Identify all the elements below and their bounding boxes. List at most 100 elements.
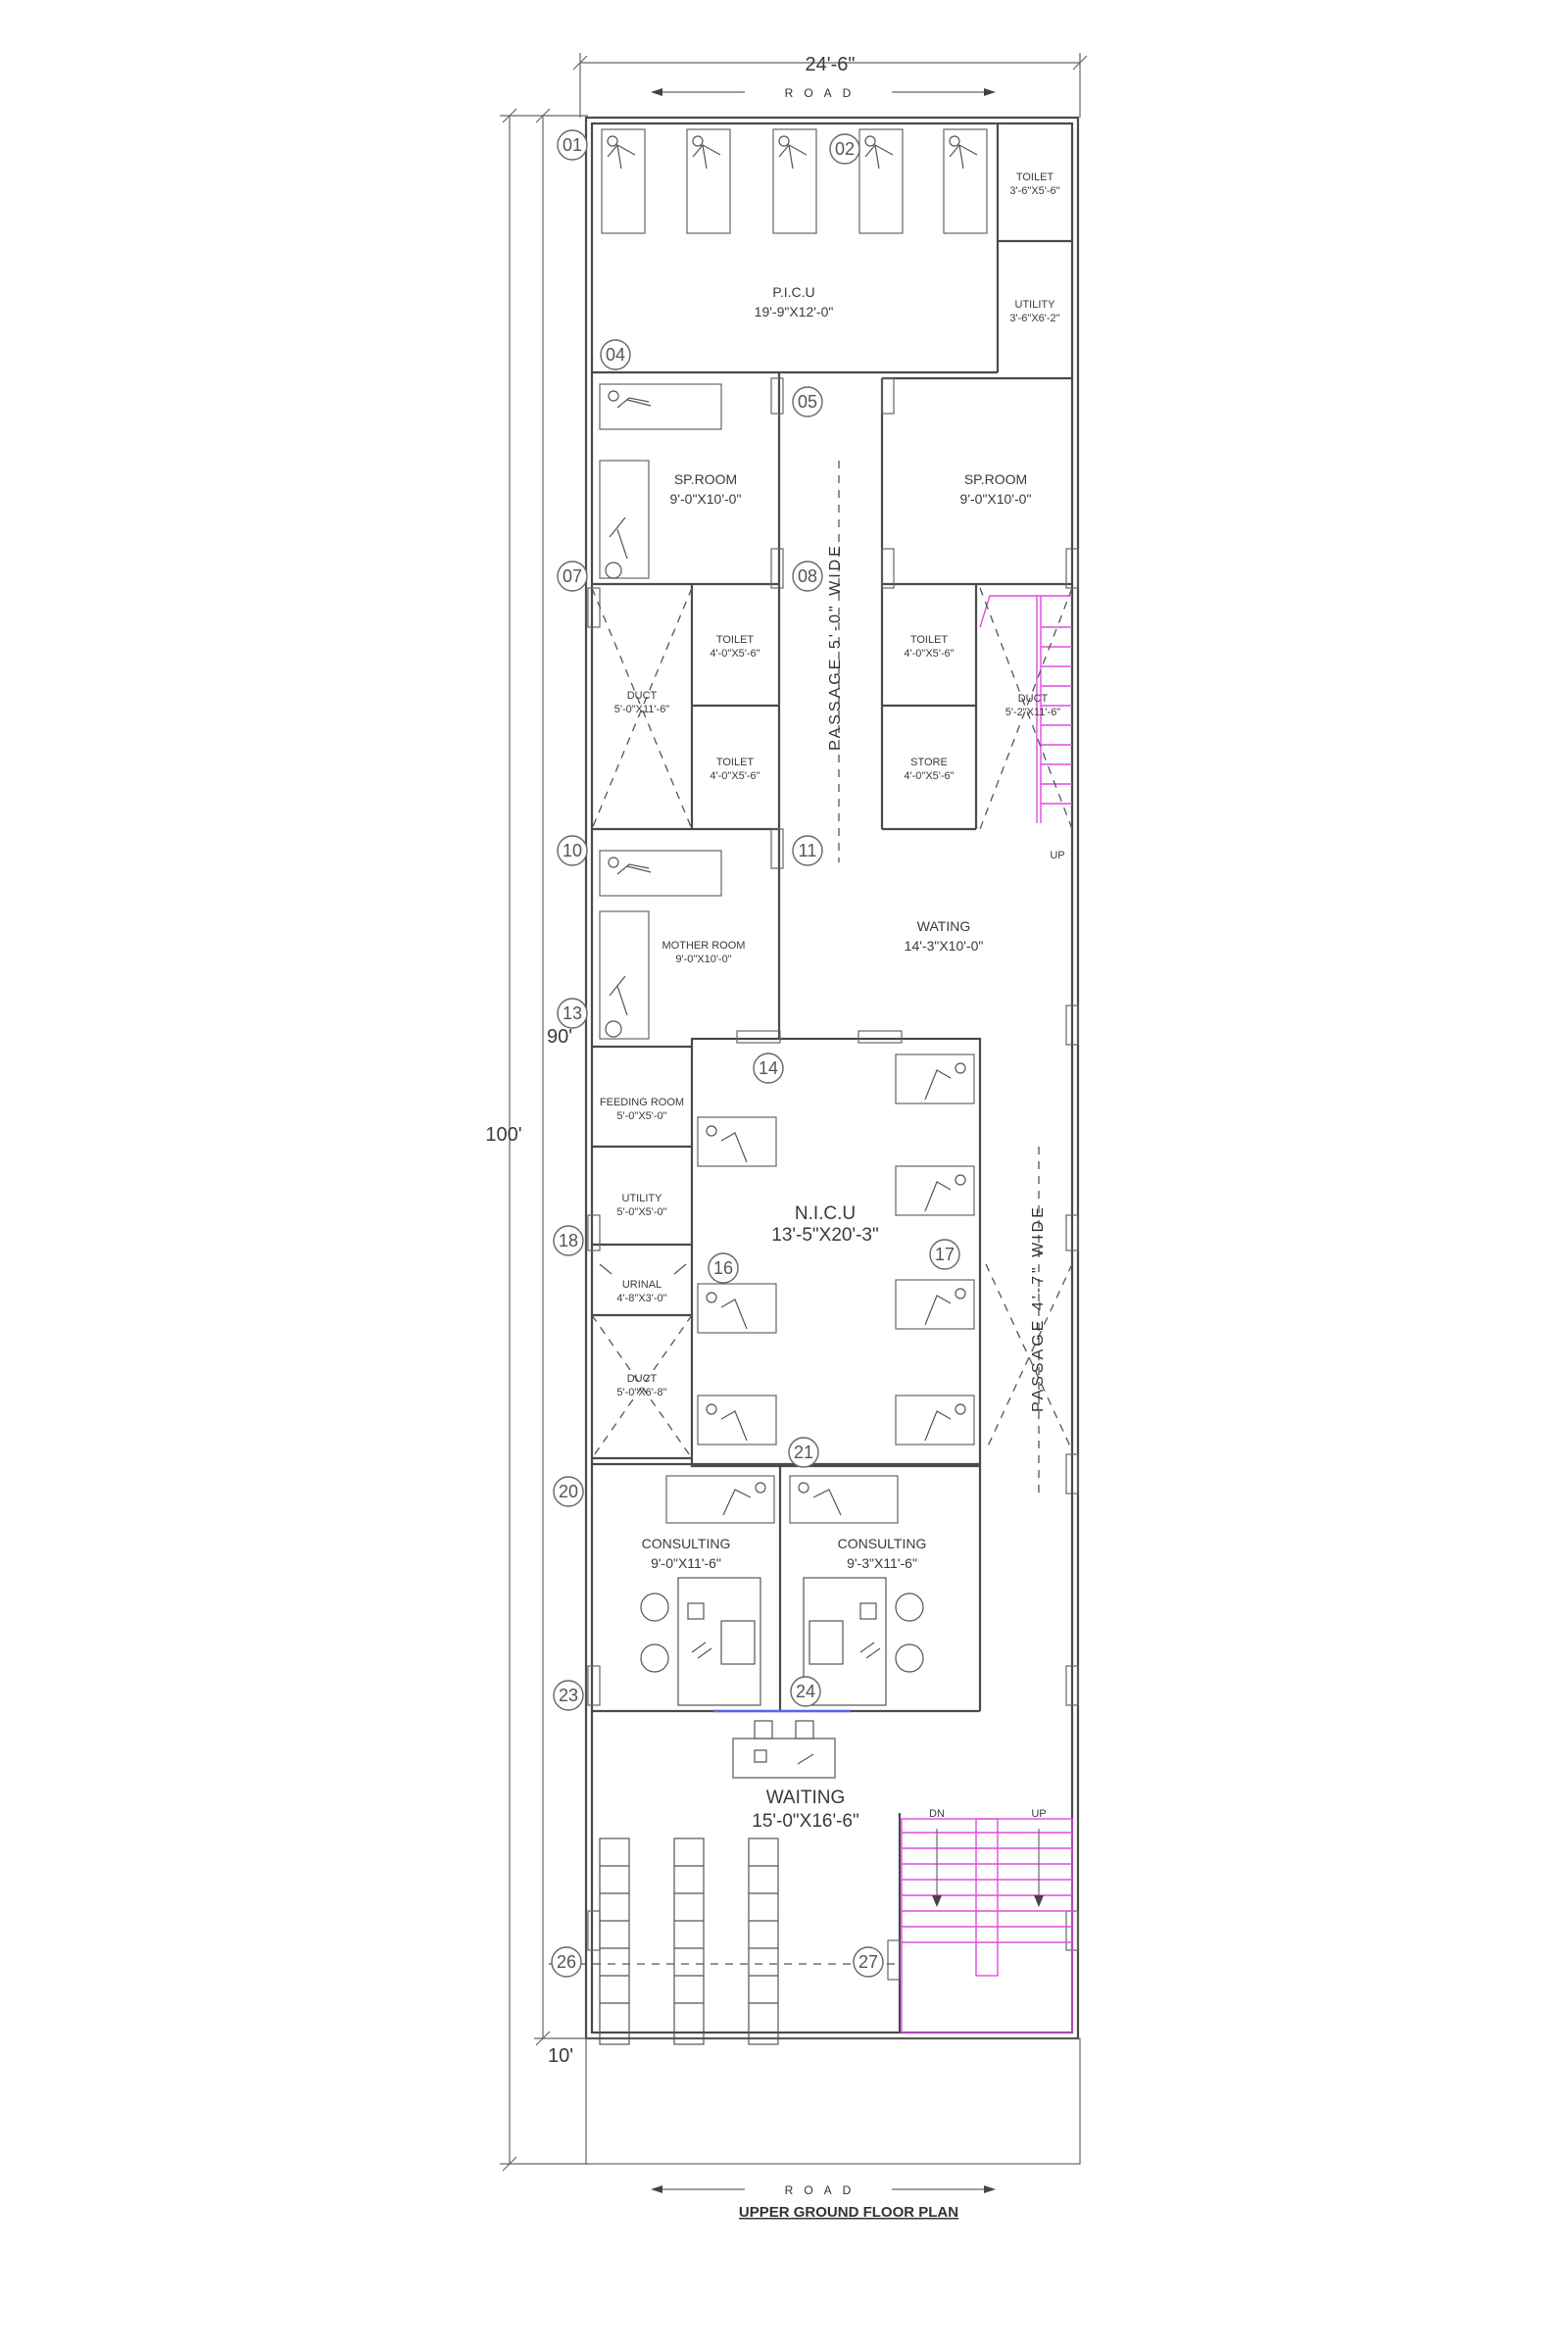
grid-marker: 16 [708,1252,739,1284]
consulting-right-size: 9'-3"X11'-6" [847,1555,917,1571]
grid-marker: 01 [557,129,588,161]
road-label-bottom: ROAD [785,2183,862,2197]
setback-dimension: 10' [548,2045,573,2067]
urinal-label: URINAL [622,1279,662,1291]
svg-text:17: 17 [935,1245,955,1264]
sp-room-right-size: 9'-0"X10'-0" [960,491,1032,507]
svg-text:02: 02 [835,139,855,159]
grid-marker: 10 [557,835,588,866]
side-passage: PASSAGE 4'-7" WIDE [985,1147,1073,1499]
waiting-front: WAITING 15'-0"X16'-6" [549,1720,900,2045]
grid-marker: 26 [551,1946,582,1978]
svg-text:24: 24 [796,1682,815,1701]
nicu-bed [895,1395,975,1446]
svg-text:11: 11 [799,841,817,860]
grid-markers: 01 02 04 05 07 08 10 11 13 14 16 17 18 2… [551,129,960,1978]
sp-room-left-size: 9'-0"X10'-0" [670,491,742,507]
waiting-seat-row [673,1838,705,2045]
svg-text:21: 21 [794,1443,813,1462]
nicu-bed [697,1395,777,1446]
consulting-right-label: CONSULTING [838,1536,927,1551]
top-width-dimension: 24'-6" [806,54,856,75]
duct-mid: DUCT 5'-0"X6'-8" [591,1314,693,1459]
grid-marker: 21 [788,1437,819,1468]
svg-text:20: 20 [559,1482,578,1501]
utility-mid-label: UTILITY [622,1193,663,1204]
svg-text:23: 23 [559,1686,578,1705]
svg-text:08: 08 [798,566,817,586]
nicu-bed [895,1279,975,1330]
reception-desk [732,1720,836,1779]
grid-marker: 14 [753,1053,784,1084]
grid-marker: 11 [792,835,823,866]
svg-text:16: 16 [713,1258,733,1278]
svg-text:26: 26 [557,1952,576,1972]
waiting-mid-size: 14'-3"X10'-0" [905,938,984,954]
toilet-right-1-label: TOILET [910,634,949,646]
nicu-bed [895,1165,975,1216]
picu-bed [772,128,817,234]
grid-marker: 02 [829,133,860,165]
store-label: STORE [910,757,948,768]
nicu-size: 13'-5"X20'-3" [771,1225,878,1246]
sp-room-left: SP.ROOM 9'-0"X10'-0" [599,383,742,579]
feeding-room-label: FEEDING ROOM [600,1097,684,1108]
waiting-front-label: WAITING [766,1788,846,1808]
duct-left-label: DUCT [627,690,658,702]
svg-text:10: 10 [563,841,582,860]
duct-right-label: DUCT [1018,693,1049,705]
utility-top-size: 3'-6"X6'-2" [1009,313,1059,324]
store-size: 4'-0"X5'-6" [904,770,954,782]
grid-marker: 17 [929,1239,960,1270]
road-bottom: ROAD [651,2183,996,2197]
consulting-left: CONSULTING 9'-0"X11'-6" [640,1475,775,1706]
nicu-bed [895,1054,975,1104]
svg-text:01: 01 [563,135,582,155]
utility-mid-size: 5'-0"X5'-0" [616,1206,666,1218]
toilet-right-1-size: 4'-0"X5'-6" [904,648,954,660]
grid-marker: 13 [557,998,588,1029]
interior-walls [587,372,1079,2033]
grid-marker: 20 [553,1476,584,1507]
left-dimensions: 100' 90' 10' [485,108,588,2172]
grid-marker: 18 [553,1225,584,1256]
mother-room-label: MOTHER ROOM [662,940,746,952]
waiting-seat-row [748,1838,779,2045]
stair-up-label-upper: UP [1050,850,1064,861]
grid-marker: 07 [557,561,588,592]
urinal-size: 4'-8"X3'-0" [616,1293,666,1304]
consulting-left-label: CONSULTING [642,1536,731,1551]
svg-text:27: 27 [858,1952,878,1972]
stair-dn-label: DN [929,1808,945,1820]
top-dimension: 24'-6" [572,53,1088,118]
grid-marker: 27 [853,1946,884,1978]
nicu-bed [697,1283,777,1334]
waiting-seat-row [599,1838,630,2045]
mother-room: MOTHER ROOM 9'-0"X10'-0" [599,850,746,1040]
grid-marker: 24 [790,1676,821,1707]
total-depth-dimension: 100' [485,1124,521,1146]
toilet-top-label: TOILET [1016,172,1054,183]
svg-text:04: 04 [606,345,625,365]
grid-marker: 05 [792,386,823,417]
svg-text:07: 07 [563,566,582,586]
picu-label: P.I.C.U [772,284,814,300]
road-top: ROAD [651,86,996,100]
picu-bed [943,128,988,234]
urinal: URINAL 4'-8"X3'-0" [599,1263,687,1304]
building-outline [584,116,1081,2165]
main-passage: PASSAGE 5'-0" WIDE [827,461,844,862]
picu-size: 19'-9"X12'-0" [755,304,834,319]
toilet-left-2-size: 4'-0"X5'-6" [710,770,760,782]
side-passage-label: PASSAGE 4'-7" WIDE [1030,1204,1047,1412]
consulting-left-size: 9'-0"X11'-6" [651,1555,721,1571]
mother-room-size: 9'-0"X10'-0" [675,954,731,965]
toilet-left-1-size: 4'-0"X5'-6" [710,648,760,660]
nicu-bed [697,1116,777,1167]
front-stair: DN UP [901,1808,1073,2034]
sp-room-right: SP.ROOM 9'-0"X10'-0" [960,471,1032,507]
picu-area: P.I.C.U 19'-9"X12'-0" TOILET 3'-6"X5'-6"… [592,123,1072,374]
duct-left-size: 5'-0"X11'-6" [614,704,670,715]
duct-mid-label: DUCT [627,1373,658,1385]
consulting-right: CONSULTING 9'-3"X11'-6" [789,1475,927,1706]
